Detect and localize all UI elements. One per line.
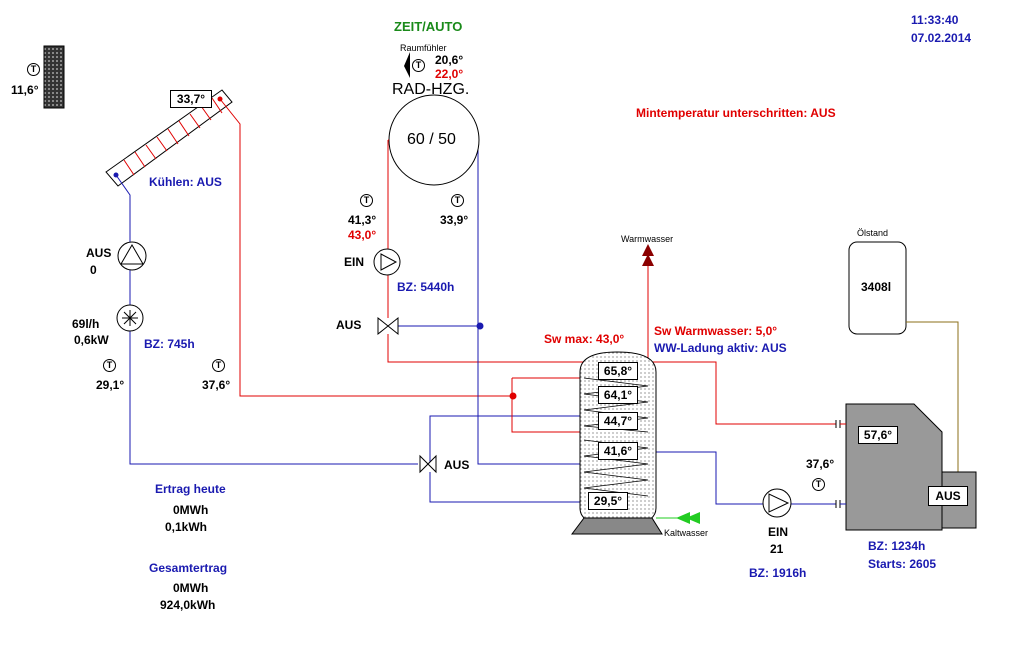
boiler-flow-sensor-icon: T <box>812 478 825 491</box>
heating-circuit-label: RAD-HZG. <box>392 81 470 98</box>
room-sensor-mount <box>404 52 410 78</box>
oil-level-label: Ölstand <box>857 228 889 238</box>
storage-temp-3: 44,7° <box>598 412 638 430</box>
warm-water-arrow-2 <box>642 254 654 266</box>
oil-level-value: 3408l <box>861 280 892 294</box>
hot-water-setpoint: Sw Warmwasser: 5,0° <box>654 324 778 338</box>
min-temp-alarm: Mintemperatur unterschritten: AUS <box>636 106 836 120</box>
boiler-bz: BZ: 1234h <box>868 539 926 553</box>
solar-return-sensor-icon: T <box>103 359 116 372</box>
room-actual-temp: 20,6° <box>435 53 464 67</box>
boiler-starts: Starts: 2605 <box>868 557 937 571</box>
storage-temp-5: 29,5° <box>588 492 628 510</box>
solar-valve[interactable] <box>419 454 437 474</box>
solar-pump[interactable] <box>117 241 147 271</box>
heating-flow-sensor-icon: T <box>360 194 373 207</box>
yield-today-mwh: 0MWh <box>173 503 209 517</box>
boiler-pump-bz: BZ: 1916h <box>749 566 807 580</box>
yield-today-kwh: 0,1kWh <box>165 520 208 534</box>
clock-time: 11:33:40 <box>911 13 959 27</box>
solar-pump-value: 0 <box>90 263 97 277</box>
heating-mixer-valve[interactable] <box>377 316 399 336</box>
room-sensor-icon: T <box>412 59 425 72</box>
solar-pump-state: AUS <box>86 246 112 260</box>
yield-total-kwh: 924,0kWh <box>160 598 216 612</box>
yield-total-mwh: 0MWh <box>173 581 209 595</box>
heating-setpoints: 60 / 50 <box>407 131 456 148</box>
solar-valve-state: AUS <box>444 458 470 472</box>
cold-water-label: Kaltwasser <box>664 528 709 538</box>
heating-pump-bz: BZ: 5440h <box>397 280 455 294</box>
clock-date: 07.02.2014 <box>911 31 972 45</box>
outdoor-wall <box>43 45 65 109</box>
warm-water-arrow-1 <box>642 244 654 256</box>
mode-label: ZEIT/AUTO <box>394 19 463 34</box>
flow-meter-bz: BZ: 745h <box>144 337 195 351</box>
boiler-temp: 57,6° <box>858 426 898 444</box>
collector-temp: 33,7° <box>170 90 212 108</box>
heating-return-junction <box>476 322 484 330</box>
boiler <box>845 403 977 531</box>
yield-total-label: Gesamtertrag <box>149 561 228 575</box>
solar-supply-junction <box>509 392 517 400</box>
solar-supply-temp: 37,6° <box>202 378 231 392</box>
cooling-status: Kühlen: AUS <box>149 175 222 189</box>
cold-water-arrow-2 <box>686 512 700 524</box>
boiler-pump-state: EIN <box>768 525 789 539</box>
storage-temp-1: 65,8° <box>598 362 638 380</box>
outdoor-temp-sensor-icon: T <box>27 63 40 76</box>
flow-rate: 69l/h <box>72 317 100 331</box>
warm-water-label: Warmwasser <box>621 234 674 244</box>
yield-today-label: Ertrag heute <box>155 482 226 496</box>
storage-temp-2: 64,1° <box>598 386 638 404</box>
room-setpoint-temp: 22,0° <box>435 67 464 81</box>
heating-flow-temp: 41,3° <box>348 213 377 227</box>
heating-supply-pipe <box>387 140 836 425</box>
boiler-state[interactable]: AUS <box>928 486 968 506</box>
cold-water-arrow-1 <box>676 512 690 524</box>
flow-power: 0,6kW <box>74 333 109 347</box>
storage-sw-max: Sw max: 43,0° <box>544 332 625 346</box>
solar-supply-sensor-icon: T <box>212 359 225 372</box>
boiler-flow-temp: 37,6° <box>806 457 835 471</box>
heating-pump-state: EIN <box>344 255 365 269</box>
heating-mixer-state: AUS <box>336 318 362 332</box>
solar-return-temp: 29,1° <box>96 378 125 392</box>
outdoor-temp: 11,6° <box>11 83 39 97</box>
boiler-pump-value: 21 <box>770 542 784 556</box>
room-sensor-label: Raumfühler <box>400 43 447 53</box>
hot-water-charging: WW-Ladung aktiv: AUS <box>654 341 787 355</box>
heating-pump[interactable] <box>373 248 401 276</box>
oil-tank <box>848 241 907 335</box>
flow-meter <box>116 304 144 332</box>
storage-temp-4: 41,6° <box>598 442 638 460</box>
heating-flow-setpoint: 43,0° <box>348 228 377 242</box>
boiler-pump[interactable] <box>762 488 792 518</box>
oil-line <box>906 321 959 472</box>
solar-collector <box>105 89 233 187</box>
heating-return-sensor-icon: T <box>451 194 464 207</box>
heating-return-temp: 33,9° <box>440 213 469 227</box>
